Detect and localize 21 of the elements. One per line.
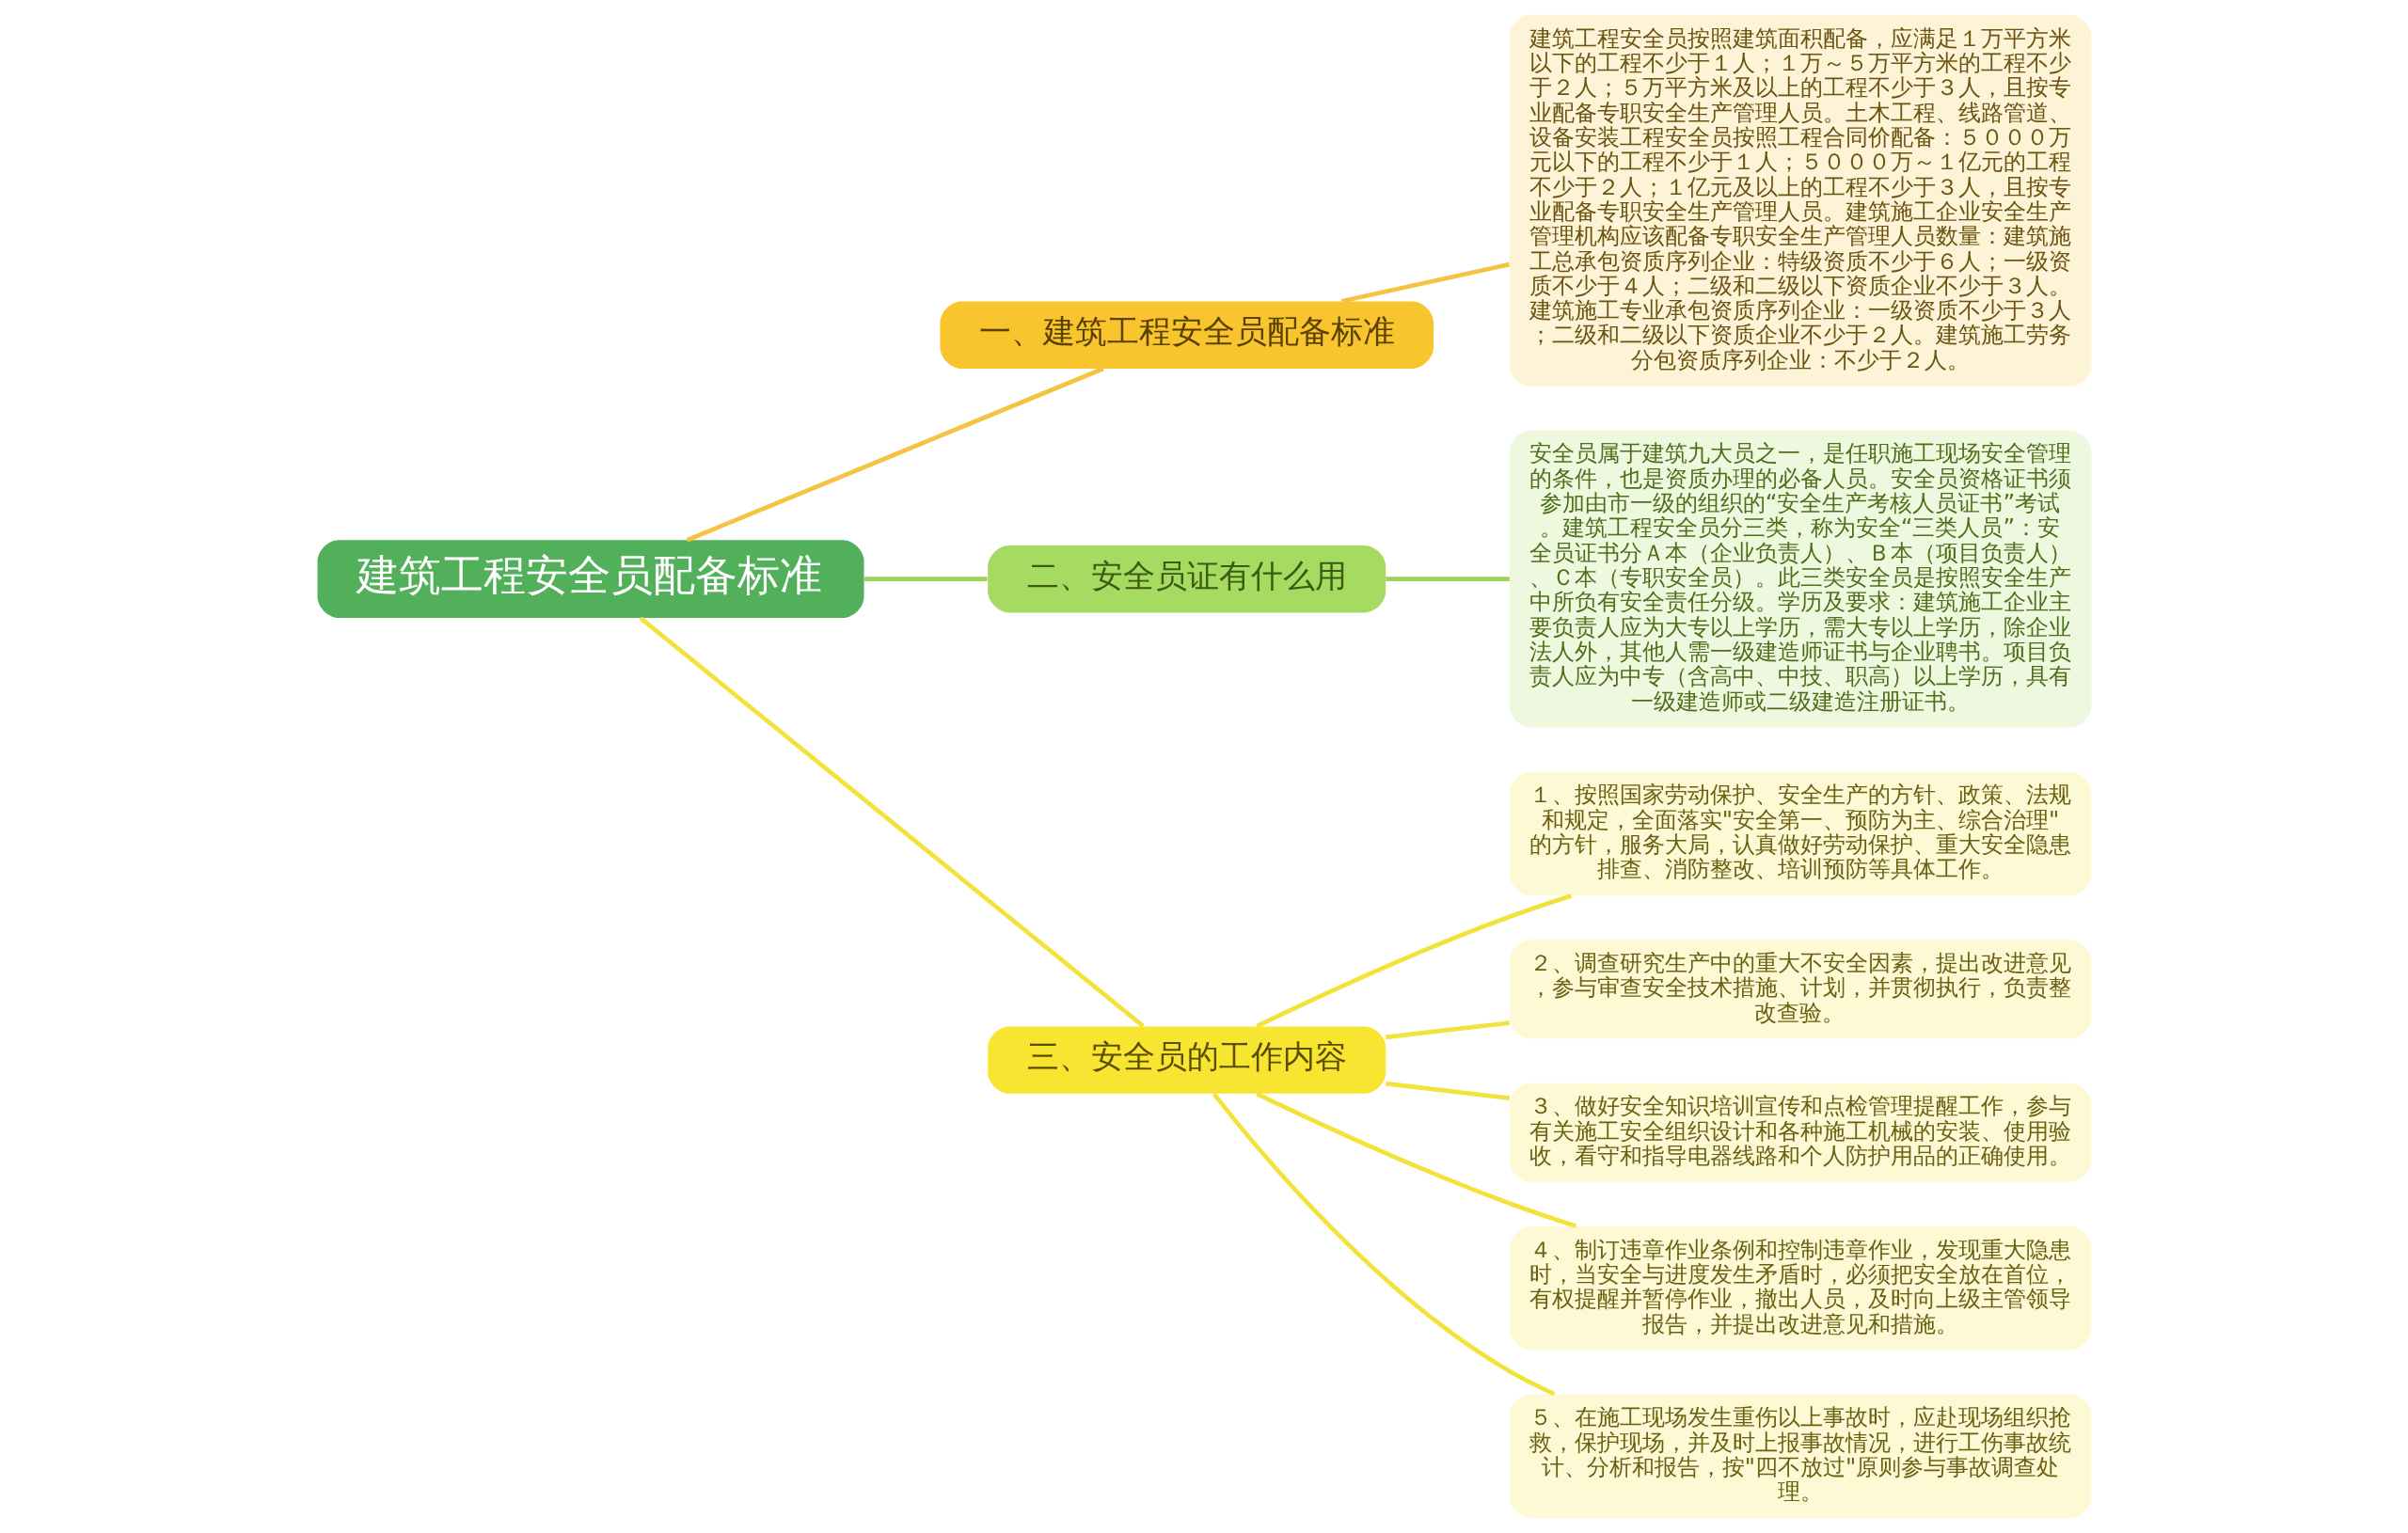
connector bbox=[1255, 893, 1572, 1029]
node-box: 建筑工程安全员配备标准 bbox=[317, 540, 864, 619]
connector bbox=[686, 366, 1104, 543]
node-box: 一、建筑工程安全员配备标准 bbox=[939, 301, 1434, 369]
node-box: 安全员属于建筑九大员之一，是任职施工现场安全管理的条件，也是资质办理的必备人员。安全员资格证书须参加由市一级的组织的“安全生产考核人员证书”考试。建筑工程安全员分三类，称为安全“三类人员”：安全员证书分Ａ本（企业负责人）、Ｂ本（项目负责人）、Ｃ本（专职安全员）。此三类安全员是按照安全生产中所负有安全责任分级。学历及要求：建筑施工企业主要负责人应为大专以上学历，需大专以上学历，除企业法人外，其他人需一级建造师证书与企业聘书。项目负责人应为中专（含高中、中技、职高）以上学历，具有一级建造师或二级建造注册证书。 bbox=[1509, 430, 2091, 728]
connector bbox=[1385, 577, 1510, 582]
node-box: ２、调查研究生产中的重大不安全因素，提出改进意见，参与审查安全技术措施、计划，并贯彻执行，负责整改查验。 bbox=[1509, 940, 2091, 1039]
connector bbox=[1212, 1092, 1556, 1397]
connector bbox=[1385, 1081, 1510, 1101]
node-box: 二、安全员证有什么用 bbox=[987, 545, 1386, 613]
connector bbox=[1255, 1091, 1576, 1228]
connector bbox=[1385, 1020, 1510, 1040]
node-box: １、按照国家劳动保护、安全生产的方针、政策、法规和规定，全面落实"安全第一、预防为主、综合治理"的方针，服务大局，认真做好劳动保护、重大安全隐患排查、消防整改、培训预防等具体工作。 bbox=[1509, 771, 2091, 896]
node-box: 建筑工程安全员按照建筑面积配备，应满足１万平方米以下的工程不少于１人；１万～５万平方米的工程不少于２人；５万平方米及以上的工程不少于３人，且按专业配备专职安全生产管理人员。土木工程、线路管道、设备安装工程安全员按照工程合同价配备：５０００万元以下的工程不少于１人；５０００万～１亿元的工程不少于２人；１亿元及以上的工程不少于３人，且按专业配备专职安全生产管理人员。建筑施工企业安全生产管理机构应该配备专职安全生产管理人员数量：建筑施工总承包资质序列企业：特级资质不少于６人；一级资质不少于４人；二级和二级以下资质企业不少于３人。建筑施工专业承包资质序列企业：一级资质不少于３人；二级和二级以下资质企业不少于２人。建筑施工劳务分包资质序列企业：不少于２人。 bbox=[1509, 14, 2091, 387]
node-box: 三、安全员的工作内容 bbox=[987, 1026, 1386, 1094]
connector bbox=[1340, 261, 1510, 304]
connector bbox=[863, 577, 988, 582]
node-box: ５、在施工现场发生重伤以上事故时，应赴现场组织抢救，保护现场，并及时上报事故情况，进行工伤事故统计、分析和报告，按"四不放过"原则参与事故调查处理。 bbox=[1509, 1394, 2091, 1519]
connector bbox=[638, 616, 1145, 1028]
node-box: ４、制订违章作业条例和控制违章作业，发现重大隐患时，当安全与进度发生矛盾时，必须把安全放在首位，有权提醒并暂停作业，撤出人员，及时向上级主管领导报告，并提出改进意见和措施。 bbox=[1509, 1225, 2091, 1351]
node-box: ３、做好安全知识培训宣传和点检管理提醒工作，参与有关施工安全组织设计和各种施工机械的安装、使用验收，看守和指导电器线路和个人防护用品的正确使用。 bbox=[1509, 1083, 2091, 1182]
